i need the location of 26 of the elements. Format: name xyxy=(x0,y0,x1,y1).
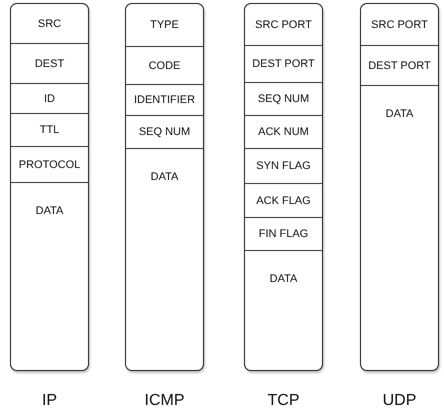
field-label: SRC xyxy=(38,18,62,30)
field-label: DATA xyxy=(150,170,178,183)
field-label: TTL xyxy=(40,124,60,136)
field-label: ACK FLAG xyxy=(256,194,311,206)
field-label: DATA xyxy=(270,272,298,285)
field-label: DEST xyxy=(34,58,64,70)
field-label: DATA xyxy=(386,107,414,120)
field-label: SEQ NUM xyxy=(258,93,310,105)
field-label: SRC PORT xyxy=(255,18,312,30)
field-label: SRC PORT xyxy=(371,18,428,30)
field-label: TYPE xyxy=(150,19,179,31)
field-label: ACK NUM xyxy=(258,126,309,138)
field-label: DEST PORT xyxy=(368,60,431,72)
protocol-name: IP xyxy=(42,392,58,409)
field-label: IDENTIFIER xyxy=(134,94,196,106)
field-label: CODE xyxy=(148,60,180,72)
field-label: PROTOCOL xyxy=(18,158,80,170)
field-label: SYN FLAG xyxy=(256,160,311,172)
field-label: DEST PORT xyxy=(252,58,315,70)
protocol-name: UDP xyxy=(382,392,416,409)
field-label: ID xyxy=(44,92,55,104)
field-label: FIN FLAG xyxy=(258,228,308,240)
field-label: DATA xyxy=(36,204,64,217)
field-label: SEQ NUM xyxy=(138,126,190,138)
protocol-name: TCP xyxy=(268,392,300,409)
protocol-name: ICMP xyxy=(144,392,184,409)
